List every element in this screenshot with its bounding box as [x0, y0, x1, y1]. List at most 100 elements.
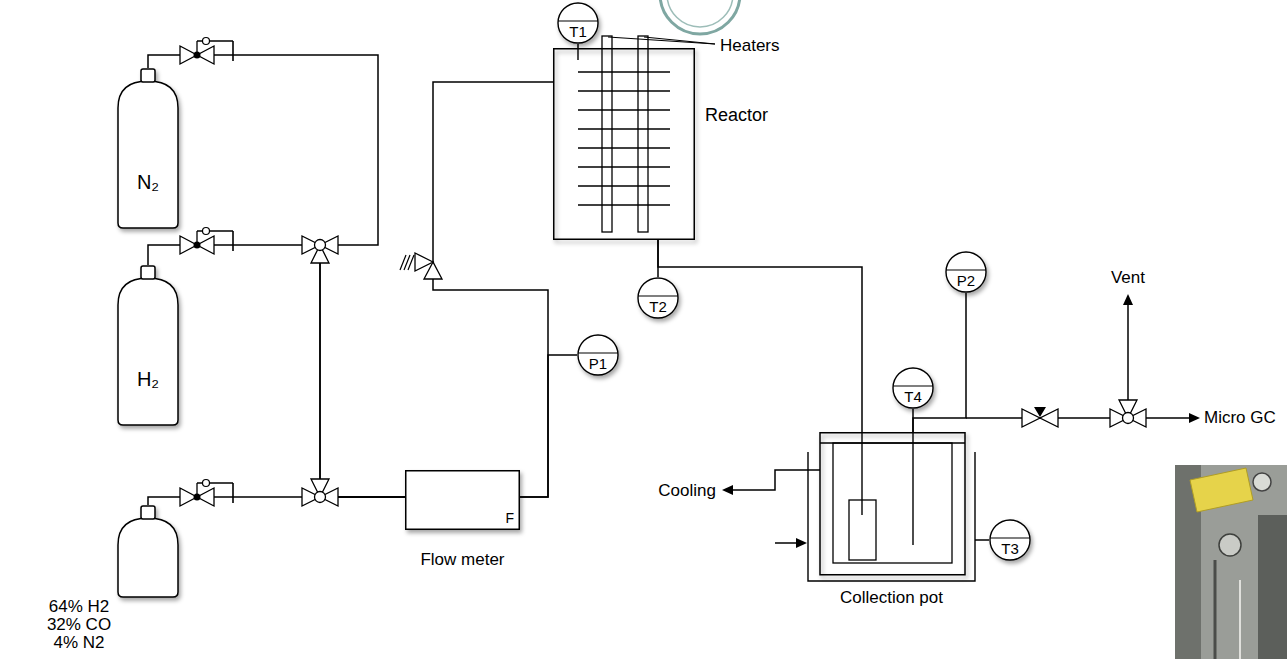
pipe-line	[433, 82, 553, 497]
part-label: Heaters	[720, 36, 780, 55]
bubble-ring	[578, 335, 618, 375]
cylinder-body	[118, 518, 178, 597]
meter-box	[406, 471, 520, 530]
plate	[578, 204, 670, 205]
valve-half	[415, 253, 433, 271]
three-way-valve	[302, 479, 338, 506]
plate	[578, 128, 670, 129]
three-way-valve	[302, 236, 338, 263]
gas-cylinder: H₂	[115, 265, 181, 425]
bubble-ring	[946, 252, 986, 292]
bubble-bar	[990, 537, 1029, 538]
bubble-ring	[990, 520, 1030, 560]
photo-pipe	[1239, 580, 1241, 659]
pot-vessel	[820, 433, 965, 575]
label-holder: Heaters	[720, 36, 780, 56]
spring-mark	[408, 255, 414, 270]
pipe-line	[913, 293, 966, 432]
bubble-bar	[893, 385, 932, 386]
cylinder-neck	[141, 69, 155, 82]
bubble-bar	[578, 352, 617, 353]
instrument-bubble: T3	[989, 519, 1031, 561]
photo-gauge	[1219, 534, 1241, 556]
coolant-in	[775, 542, 797, 544]
outlet-label: Micro GC	[1204, 408, 1276, 427]
instrument-bubble: T2	[637, 277, 679, 319]
instrument-bubble: P2	[945, 251, 987, 293]
thermowell	[912, 432, 913, 545]
corner-ring	[660, 0, 740, 34]
cylinder-body	[118, 278, 178, 425]
instrument-tag: T2	[637, 277, 679, 315]
plate	[578, 147, 670, 148]
meter-letter: F	[405, 470, 520, 530]
photo-pipe	[1214, 560, 1217, 659]
pot-internals	[808, 432, 975, 581]
cylinder-label: N₂	[115, 68, 181, 193]
gas-mix-label: 64% H2 32% CO 4% N2	[40, 505, 118, 652]
meter-label: Flow meter	[405, 530, 520, 570]
gas-outlet	[966, 417, 1190, 419]
leader-line	[608, 37, 715, 44]
reactor-internals	[553, 36, 715, 240]
leader-line	[644, 37, 715, 44]
outlet-label: Vent	[1111, 268, 1145, 287]
plate	[578, 166, 670, 167]
instrument-tag: T3	[989, 519, 1031, 557]
pipe-line	[148, 245, 405, 497]
dip-pipe	[861, 432, 862, 515]
needle-valve	[1022, 407, 1058, 427]
cylinder-body	[118, 81, 178, 228]
bubble-bar	[558, 20, 597, 21]
instrument-tag: P2	[945, 251, 987, 289]
pipe-line	[658, 240, 862, 432]
shape-outline	[808, 432, 975, 575]
reactor-plates	[578, 72, 670, 205]
photo-gauge	[1253, 473, 1271, 491]
photo-ground	[1175, 465, 1287, 659]
heater-rod	[638, 36, 648, 232]
bubble-ring	[893, 368, 933, 408]
reactor-ground	[553, 48, 695, 240]
utility-label: Cooling	[658, 481, 716, 500]
pressure-regulator	[180, 480, 233, 507]
pressure-regulator	[180, 228, 233, 255]
arrow-head	[1123, 294, 1133, 305]
plate	[578, 109, 670, 110]
pipe-line	[975, 539, 989, 541]
photo-shade	[1258, 515, 1287, 659]
flow-meter: FFlow meter	[405, 470, 520, 570]
ring-outer	[660, 0, 740, 34]
reactor-label: Reactor	[553, 48, 768, 126]
bubble-bar	[638, 295, 677, 296]
reactor-vessel: Reactor	[553, 48, 768, 240]
cylinder-neck	[141, 506, 155, 519]
gas-cylinder: N₂	[115, 68, 181, 228]
pot-label: Collection pot	[808, 432, 975, 608]
pressure-regulator	[180, 38, 233, 65]
instrument-bubble: T1	[557, 2, 599, 44]
bubble-bar	[946, 269, 985, 270]
valve-needle	[1034, 407, 1046, 417]
instrument-bubble: T4	[892, 367, 934, 409]
plate	[578, 71, 670, 72]
cooling-lines	[722, 470, 820, 548]
warning-sign	[1190, 468, 1253, 512]
shape-outline	[115, 505, 181, 597]
vent-line	[1127, 304, 1129, 400]
bubble-ring	[558, 3, 598, 43]
reactor-shell	[554, 49, 695, 240]
heater-rod	[602, 36, 612, 232]
cylinder-label: H₂	[115, 265, 181, 390]
three-way-valve	[1110, 400, 1146, 427]
rig-photo	[1175, 465, 1287, 659]
pot-liner	[833, 443, 952, 563]
shape-outline	[553, 48, 695, 240]
outlet-line	[966, 294, 1200, 427]
gas-cylinder: 64% H2 32% CO 4% N2	[40, 505, 182, 655]
arrow-head	[796, 538, 807, 548]
coolant-out	[732, 470, 820, 490]
label-holder: Cooling	[620, 481, 716, 501]
